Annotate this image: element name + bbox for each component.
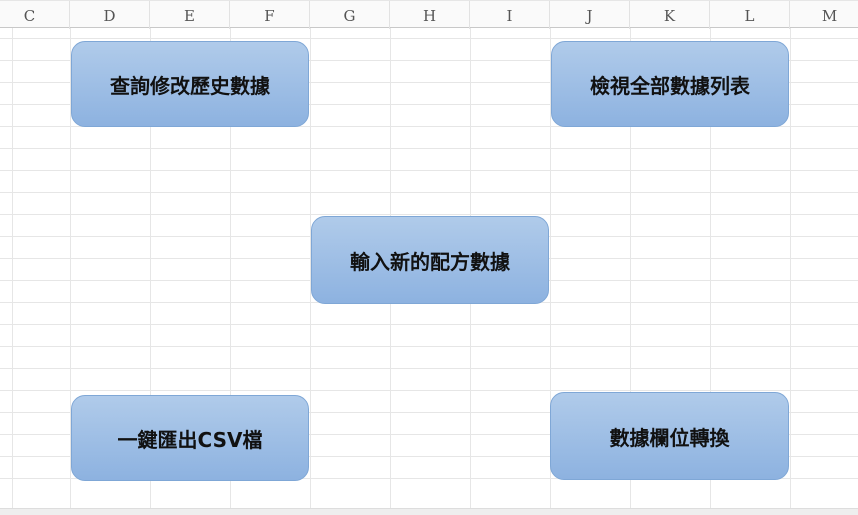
column-header-d[interactable]: D — [70, 1, 150, 29]
column-header-h[interactable]: H — [390, 1, 470, 29]
column-header-j[interactable]: J — [550, 1, 630, 29]
column-header-g[interactable]: G — [310, 1, 390, 29]
column-header-c[interactable]: C — [0, 1, 70, 29]
column-header-bar: C D E F G H I J K L M — [0, 0, 858, 29]
view-all-list-button[interactable]: 檢視全部數據列表 — [551, 41, 789, 127]
horizontal-scrollbar[interactable] — [0, 508, 858, 515]
query-history-button[interactable]: 查詢修改歷史數據 — [71, 41, 309, 127]
column-header-f[interactable]: F — [230, 1, 310, 29]
column-header-k[interactable]: K — [630, 1, 710, 29]
input-new-recipe-button[interactable]: 輸入新的配方數據 — [311, 216, 549, 304]
convert-fields-button[interactable]: 數據欄位轉換 — [550, 392, 789, 480]
column-header-i[interactable]: I — [470, 1, 550, 29]
export-csv-button[interactable]: 一鍵匯出CSV檔 — [71, 395, 309, 481]
column-header-l[interactable]: L — [710, 1, 790, 29]
column-header-e[interactable]: E — [150, 1, 230, 29]
column-header-m[interactable]: M — [790, 1, 858, 29]
